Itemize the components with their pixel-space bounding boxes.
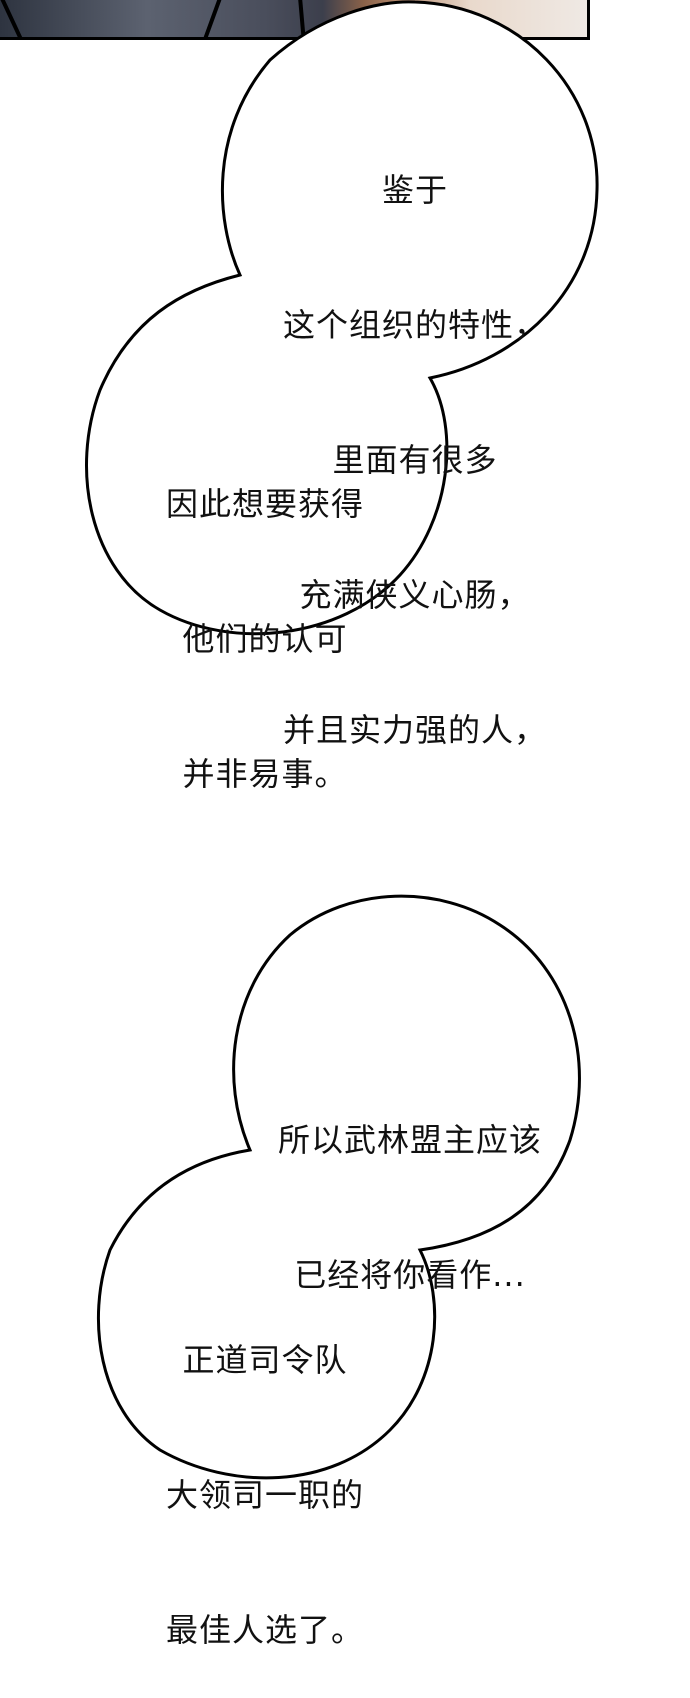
line: 所以武林盟主应该 [277,1121,542,1159]
line: 充满侠义心肠， [299,576,531,614]
line: 已经将你看作... [294,1256,526,1294]
line: 因此想要获得 [165,485,364,523]
speech-bubble-2 [96,894,581,1480]
line: 这个组织的特性， [282,306,547,344]
line: 鉴于 [381,171,448,209]
bubble-2b-text: 正道司令队 大领司一职的 最佳人选了。 [145,1248,385,1698]
line: 最佳人选了。 [165,1611,364,1649]
line: 大领司一职的 [165,1476,364,1514]
line: 并非易事。 [182,755,348,793]
bubble-1b-text: 因此想要获得 他们的认可 并非易事。 [145,392,385,842]
line: 并且实力强的人， [282,711,547,749]
speech-bubble-1 [85,0,599,636]
bubble-1a-text: 鉴于 这个组织的特性， 里面有很多 充满侠义心肠， 并且实力强的人， [260,78,570,798]
bubble-2a-text: 所以武林盟主应该 已经将你看作... [255,1028,565,1343]
speech-bubbles [85,0,599,1480]
line: 他们的认可 [182,620,348,658]
line: 里面有很多 [332,441,498,479]
line: 正道司令队 [182,1341,348,1379]
